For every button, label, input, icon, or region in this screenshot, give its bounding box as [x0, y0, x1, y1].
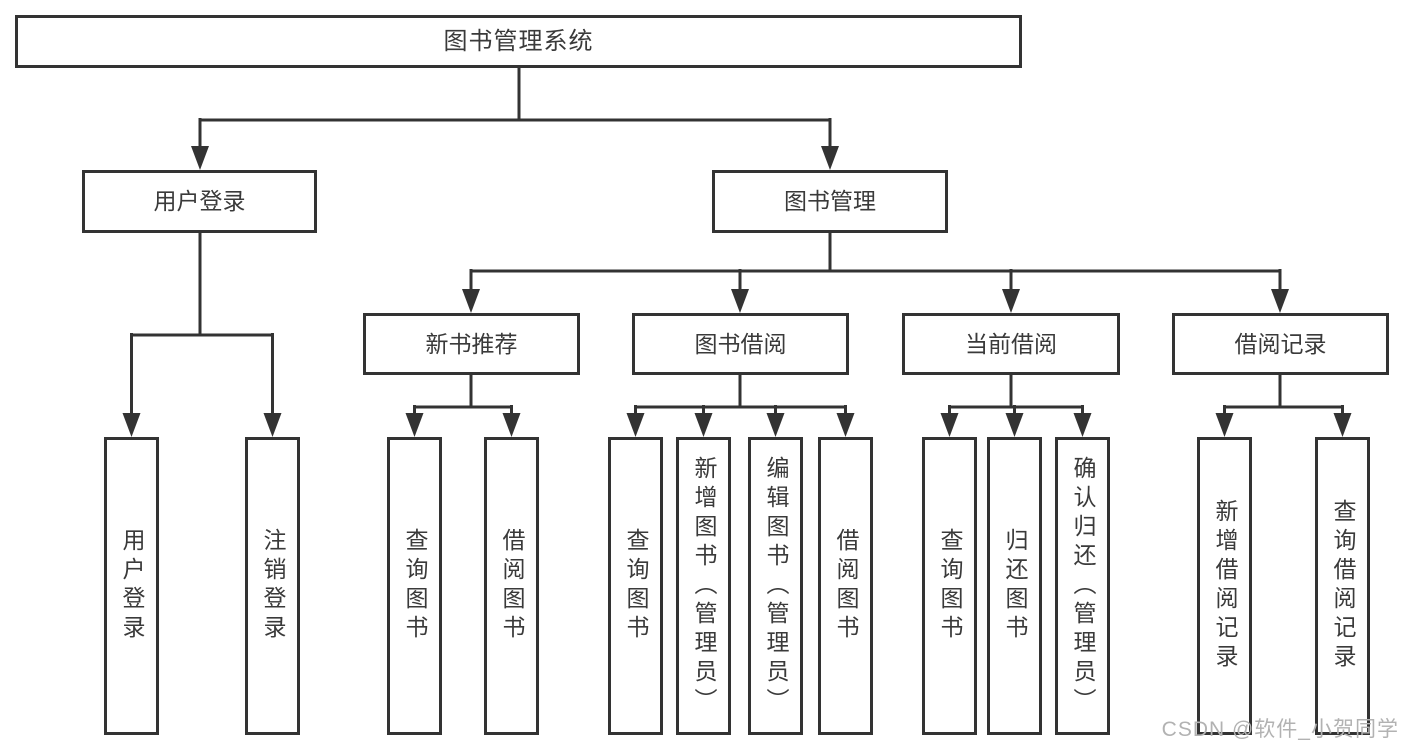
node-label: 新增图书（管理员） — [691, 455, 717, 717]
leaf-query-book-newbook: 查询图书 — [387, 437, 442, 735]
node-label: 查询借阅记录 — [1330, 499, 1356, 673]
connector-lines — [130, 68, 1344, 418]
connector-currentborrow-to-leaves — [948, 375, 1084, 418]
arrow-down-icon — [1271, 289, 1289, 313]
node-label: 编辑图书（管理员） — [763, 455, 789, 717]
arrow-down-icon — [626, 413, 645, 437]
node-book-management: 图书管理 — [712, 170, 948, 233]
arrow-down-icon — [1005, 413, 1024, 437]
leaf-add-borrow-record: 新增借阅记录 — [1197, 437, 1252, 735]
arrow-down-icon — [766, 413, 785, 437]
node-label: 借阅图书 — [499, 528, 525, 644]
arrow-down-icon — [940, 413, 959, 437]
node-label: 图书管理系统 — [443, 27, 594, 55]
connector-newbook-to-leaves — [413, 375, 513, 418]
leaf-add-book-admin: 新增图书（管理员） — [676, 437, 731, 735]
node-root-book-management-system: 图书管理系统 — [15, 15, 1022, 68]
arrow-down-icon — [405, 413, 424, 437]
connector-bookborrow-to-leaves — [634, 375, 847, 418]
node-label: 确认归还（管理员） — [1070, 455, 1096, 717]
node-borrowing-records: 借阅记录 — [1172, 313, 1389, 375]
node-current-borrowing: 当前借阅 — [902, 313, 1120, 375]
leaf-query-book-borrowing: 查询图书 — [608, 437, 663, 735]
node-label: 用户登录 — [153, 188, 246, 214]
arrow-down-icon — [1333, 413, 1352, 437]
node-label: 用户登录 — [119, 528, 145, 644]
node-label: 归还图书 — [1002, 528, 1028, 644]
arrow-down-icon — [502, 413, 521, 437]
arrow-down-icon — [191, 146, 209, 170]
node-label: 图书管理 — [784, 188, 876, 214]
node-label: 当前借阅 — [965, 330, 1057, 357]
arrow-down-icon — [836, 413, 855, 437]
leaf-edit-book-admin: 编辑图书（管理员） — [748, 437, 803, 735]
arrow-down-icon — [821, 146, 839, 170]
connector-bookmgmt-to-level3 — [469, 233, 1282, 293]
node-label: 借阅图书 — [833, 528, 859, 644]
leaf-borrow-book-newbook: 借阅图书 — [484, 437, 539, 735]
leaf-user-login: 用户登录 — [104, 437, 159, 735]
node-label: 新增借阅记录 — [1212, 499, 1238, 673]
arrow-down-icon — [1073, 413, 1092, 437]
leaf-return-book: 归还图书 — [987, 437, 1042, 735]
node-book-borrowing: 图书借阅 — [632, 313, 849, 375]
node-label: 查询图书 — [937, 528, 963, 644]
arrow-down-icon — [731, 289, 749, 313]
node-label: 新书推荐 — [425, 330, 518, 357]
node-new-book-recommendation: 新书推荐 — [363, 313, 580, 375]
arrow-down-icon — [462, 289, 480, 313]
leaf-borrow-book-borrowing: 借阅图书 — [818, 437, 873, 735]
leaf-query-borrow-record: 查询借阅记录 — [1315, 437, 1370, 735]
arrow-down-icon — [263, 413, 282, 437]
node-label: 借阅记录 — [1234, 330, 1327, 357]
node-label: 图书借阅 — [694, 330, 787, 357]
leaf-query-book-current: 查询图书 — [922, 437, 977, 735]
arrowheads — [122, 146, 1352, 437]
csdn-watermark: CSDN @软件_小贺同学 — [1161, 718, 1399, 741]
node-label: 查询图书 — [402, 528, 428, 644]
arrow-down-icon — [1002, 289, 1020, 313]
node-label: 查询图书 — [623, 528, 649, 644]
node-label: 注销登录 — [260, 528, 286, 644]
leaf-confirm-return-admin: 确认归还（管理员） — [1055, 437, 1110, 735]
connector-borrowrecord-to-leaves — [1223, 375, 1344, 418]
connector-userlogin-to-leaves — [130, 233, 274, 416]
arrow-down-icon — [694, 413, 713, 437]
connector-root-to-level2 — [198, 68, 832, 150]
node-user-login: 用户登录 — [82, 170, 317, 233]
arrow-down-icon — [122, 413, 141, 437]
leaf-logout: 注销登录 — [245, 437, 300, 735]
arrow-down-icon — [1215, 413, 1234, 437]
